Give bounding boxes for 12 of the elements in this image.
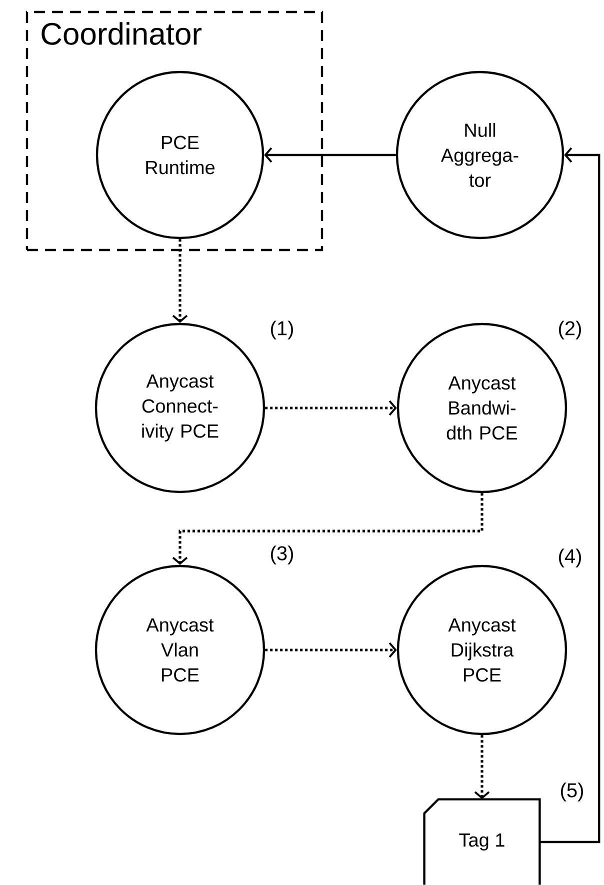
arrow	[474, 735, 490, 800]
step-number: (3)	[271, 546, 293, 564]
arrow	[172, 239, 188, 323]
arrow	[172, 493, 484, 565]
step-number: (2)	[559, 320, 581, 340]
arrow	[540, 147, 600, 844]
arrow	[265, 400, 397, 416]
step-number: (4)	[559, 548, 581, 568]
step-number: (1)	[271, 320, 293, 340]
step-number: (5)	[561, 782, 583, 802]
arrow	[265, 642, 397, 658]
arrow	[264, 147, 396, 163]
